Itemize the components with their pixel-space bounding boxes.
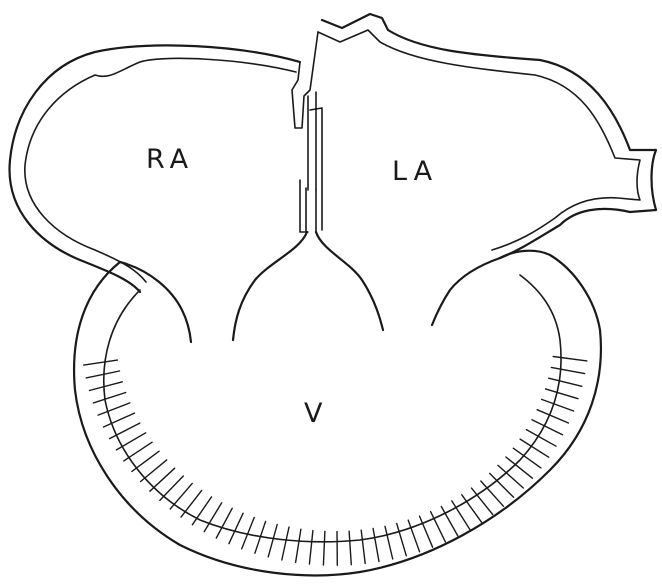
trabecula-stroke [116, 433, 145, 450]
trabecula-stroke [216, 508, 232, 538]
trabecula-stroke [229, 513, 243, 544]
trabecula-stroke [546, 389, 579, 399]
trabecula-stroke [296, 529, 301, 562]
ventricle-label: V [304, 398, 323, 429]
central-valve-leaflets [233, 232, 383, 340]
left-atrium-label: LA [392, 156, 438, 187]
trabecula-stroke [132, 451, 159, 471]
trabecula-stroke [537, 410, 568, 423]
trabecula-stroke [93, 393, 125, 403]
trabecula-stroke [532, 420, 563, 435]
trabecula-stroke [141, 460, 167, 482]
trabecula-stroke [397, 524, 407, 556]
trabecula-stroke [84, 360, 118, 365]
trabecula-stroke [86, 371, 119, 378]
trabecula-stroke [309, 531, 313, 564]
trabecula-stroke [282, 527, 289, 560]
trabecula-stroke [553, 357, 587, 361]
trabecula-stroke [89, 382, 122, 391]
trabecula-stroke [181, 490, 202, 517]
trabecula-stroke [268, 525, 277, 557]
trabecula-stroke [551, 367, 584, 373]
trabecula-stroke [349, 531, 351, 565]
trabecula-stroke [542, 399, 574, 411]
trabecula-stroke [170, 483, 192, 509]
trabecula-stroke [323, 531, 325, 565]
trabecula-stroke [373, 529, 379, 562]
trabecula-stroke [385, 526, 393, 559]
trabecula-stroke [150, 468, 175, 491]
trabecula-stroke [549, 378, 582, 386]
ventricular-trabeculae [84, 357, 587, 566]
trabecula-stroke [361, 530, 365, 563]
right-atrium-label: RA [146, 144, 194, 175]
right-av-valve-leaflet [120, 262, 191, 342]
trabecula-stroke [124, 442, 152, 461]
left-atrium-wall [318, 14, 656, 258]
ventricle-wall [74, 251, 601, 576]
left-av-valve-leaflet [432, 258, 500, 325]
trabecula-stroke [98, 403, 130, 415]
